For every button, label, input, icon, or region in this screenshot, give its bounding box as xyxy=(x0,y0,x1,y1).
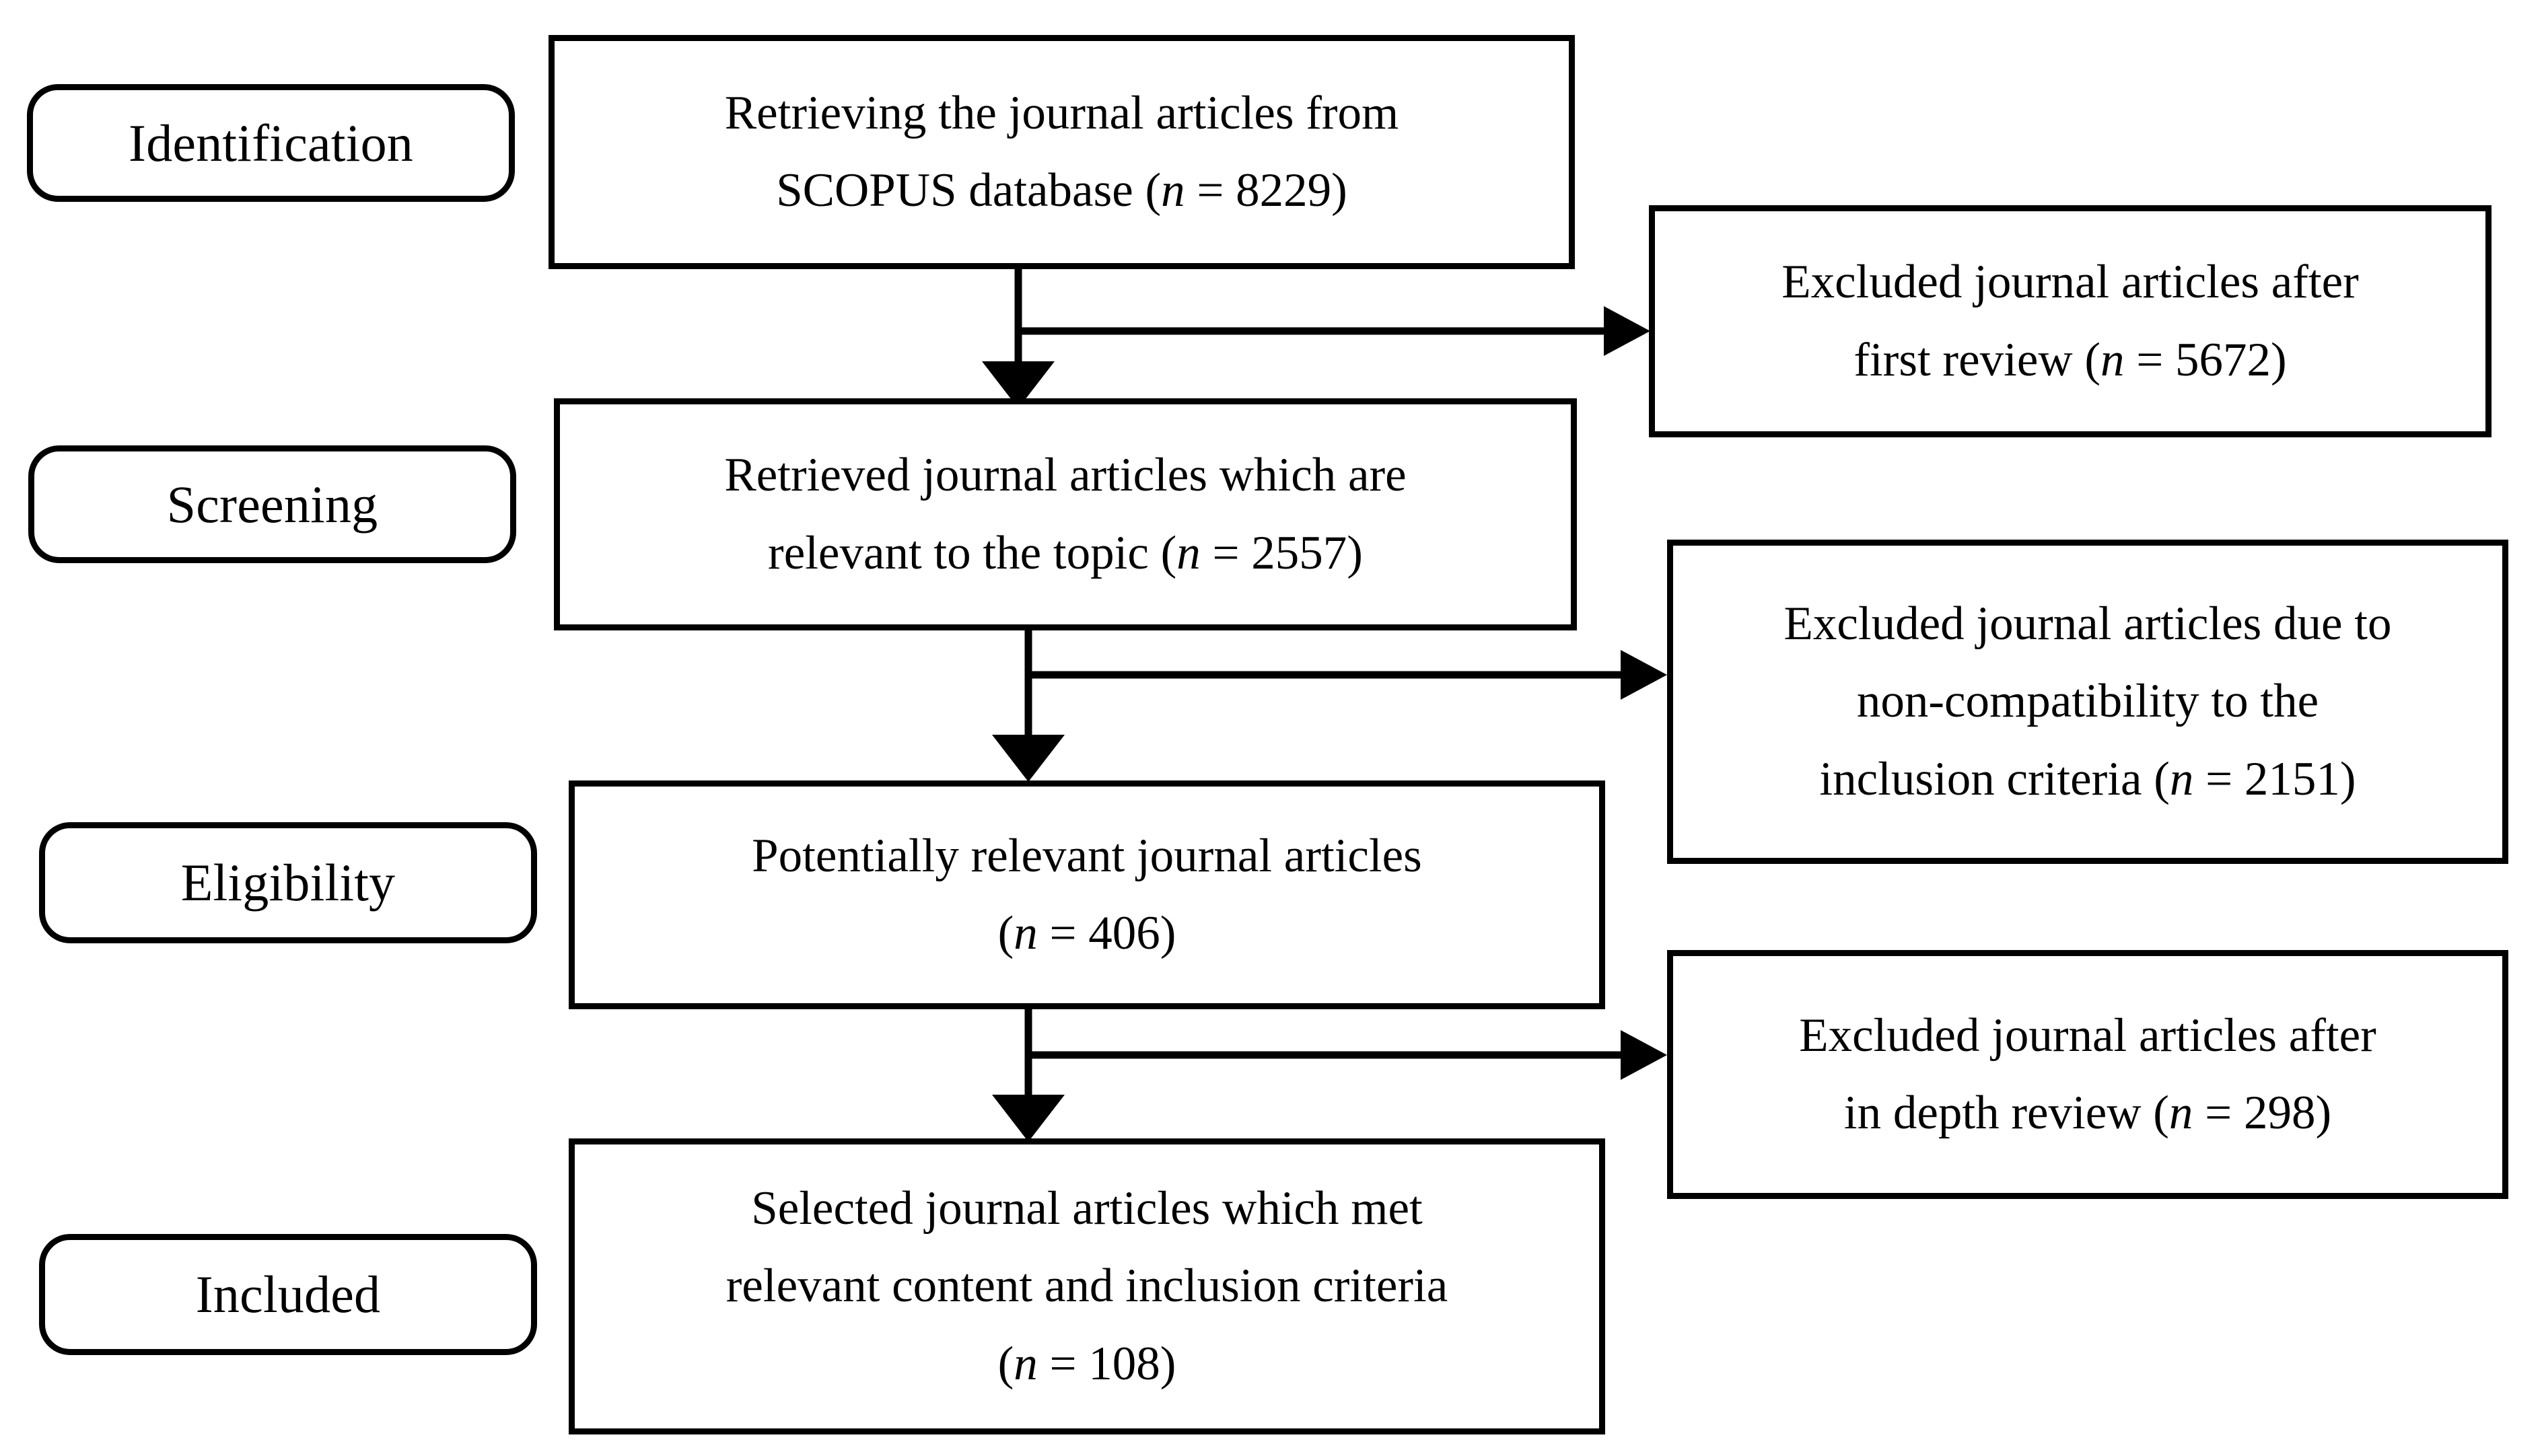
flow-box-relevant-topic[interactable]: Retrieved journal articles which are rel… xyxy=(554,398,1577,630)
arrow-down-2 xyxy=(992,629,1065,782)
exclusion-box-line: non-compatibility to the xyxy=(1856,675,2319,728)
flow-box-line: relevant to the topic (n = 2557) xyxy=(768,526,1363,579)
flow-box-line: Potentially relevant journal articles xyxy=(752,829,1422,882)
stage-eligibility[interactable]: Eligibility xyxy=(39,822,537,943)
exclusion-box-line: Excluded journal articles due to xyxy=(1783,597,2392,651)
arrow-right-2 xyxy=(1028,650,1667,700)
flow-box-line: Retrieved journal articles which are xyxy=(724,449,1407,502)
exclusion-box-first-review[interactable]: Excluded journal articles after first re… xyxy=(1649,205,2492,437)
arrow-down-1 xyxy=(982,268,1055,408)
exclusion-box-in-depth-review[interactable]: Excluded journal articles after in depth… xyxy=(1667,950,2508,1199)
exclusion-box-line: Excluded journal articles after xyxy=(1781,256,2359,309)
exclusion-box-non-compatibility[interactable]: Excluded journal articles due to non-com… xyxy=(1667,540,2508,864)
flow-box-line: Selected journal articles which met xyxy=(751,1182,1423,1235)
arrow-right-1 xyxy=(1018,306,1650,356)
flow-box-line: SCOPUS database (n = 8229) xyxy=(776,164,1347,217)
stage-included[interactable]: Included xyxy=(39,1234,537,1355)
flow-box-line: relevant content and inclusion criteria xyxy=(726,1260,1448,1313)
exclusion-box-line: in depth review (n = 298) xyxy=(1843,1087,2332,1139)
flow-box-line: Retrieving the journal articles from xyxy=(724,86,1399,139)
stage-screening-label: Screening xyxy=(166,474,378,534)
exclusion-box-line: first review (n = 5672) xyxy=(1853,333,2287,386)
arrow-right-3 xyxy=(1028,1030,1667,1080)
stage-identification[interactable]: Identification xyxy=(27,84,515,202)
exclusion-box-line: Excluded journal articles after xyxy=(1799,1009,2376,1062)
flow-box-line: (n = 406) xyxy=(997,907,1176,959)
stage-included-label: Included xyxy=(195,1265,381,1324)
stage-screening[interactable]: Screening xyxy=(28,445,516,563)
flow-box-potentially-relevant[interactable]: Potentially relevant journal articles (n… xyxy=(569,780,1605,1009)
stage-identification-label: Identification xyxy=(129,113,413,172)
arrow-down-3 xyxy=(992,1006,1065,1142)
exclusion-box-line: inclusion criteria (n = 2151) xyxy=(1819,752,2356,805)
flow-box-selected-final[interactable]: Selected journal articles which met rele… xyxy=(569,1138,1605,1434)
flow-box-line: (n = 108) xyxy=(997,1337,1176,1390)
stage-eligibility-label: Eligibility xyxy=(180,853,396,912)
flow-box-retrieved-scopus[interactable]: Retrieving the journal articles from SCO… xyxy=(549,35,1575,269)
